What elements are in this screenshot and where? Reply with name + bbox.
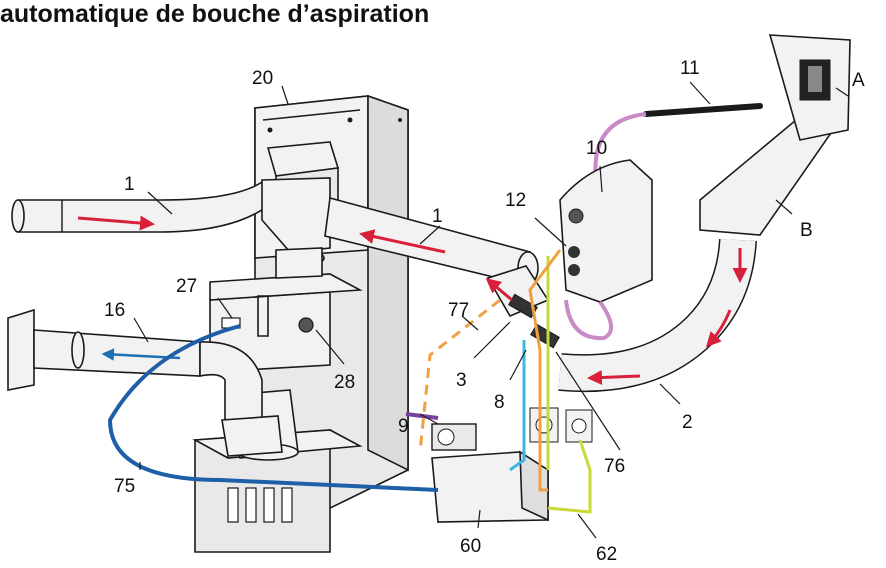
leader-lines	[133, 81, 849, 539]
cable-8	[509, 340, 526, 472]
callout-3: 3	[456, 370, 467, 391]
callout-2: 2	[682, 412, 693, 433]
callout-27: 27	[176, 276, 197, 297]
callout-28: 28	[334, 372, 355, 393]
solenoid-valve	[431, 423, 477, 451]
callout-8: 8	[494, 392, 505, 413]
callout-75: 75	[114, 476, 135, 497]
aspiration-hose	[558, 238, 757, 393]
callout-76: 76	[604, 456, 625, 477]
cable-77	[418, 298, 501, 453]
control-box	[559, 159, 653, 341]
callout-11: 11	[680, 58, 700, 79]
callout-10: 10	[586, 138, 607, 159]
callout-1-left: 1	[124, 174, 135, 195]
cable-75	[107, 324, 439, 492]
callout-12: 12	[505, 190, 526, 211]
callout-B: B	[800, 220, 813, 241]
electronic-box	[431, 450, 549, 523]
diagram-title: automatique de bouche d’aspiration	[0, 0, 430, 28]
tee-fitting	[261, 177, 331, 279]
callout-A: A	[852, 70, 865, 91]
handpiece	[593, 103, 763, 181]
chair-console	[699, 34, 851, 236]
callout-1-right: 1	[432, 206, 443, 227]
callout-16: 16	[104, 300, 125, 321]
cable-9	[405, 412, 439, 420]
inlet-pipe-left	[11, 180, 277, 233]
callout-9: 9	[398, 416, 409, 437]
cable-orange	[528, 249, 562, 492]
callout-20: 20	[252, 68, 273, 89]
callout-77: 77	[448, 300, 469, 321]
cable-62	[546, 256, 592, 514]
callout-60: 60	[460, 536, 481, 557]
callout-62: 62	[596, 544, 617, 565]
